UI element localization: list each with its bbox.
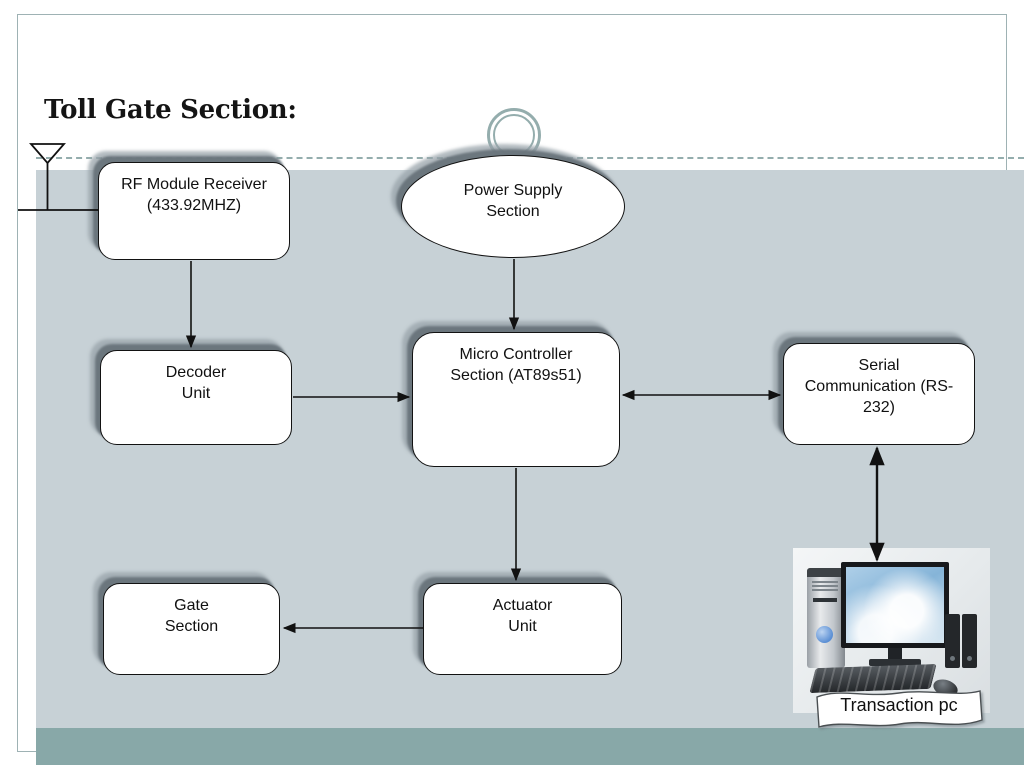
node-label-line: Section (164, 618, 219, 635)
node-label-line: RF Module Receiver (121, 176, 267, 193)
node-label-line: Serial (858, 357, 900, 374)
node-power-supply-section: Power Supply Section (401, 155, 625, 258)
wavy-banner-shape (816, 690, 983, 728)
node-label-line: Unit (181, 385, 211, 402)
node-label-line: Section (486, 203, 540, 220)
node-actuator-unit: Actuator Unit (423, 583, 622, 675)
node-label-line: Unit (508, 618, 537, 635)
speaker-icon (945, 614, 960, 668)
node-label-line: Section (AT89s51) (450, 367, 582, 384)
node-label-line: 232) (862, 399, 896, 416)
node-rf-module-receiver: RF Module Receiver (433.92MHZ) (98, 162, 290, 260)
node-label-line: Actuator (492, 597, 553, 614)
double-ring-circle-icon (487, 108, 541, 162)
node-serial-communication: Serial Communication (RS- 232) (783, 343, 975, 445)
node-label-line: Decoder (165, 364, 227, 381)
pc-tower-icon (807, 568, 845, 668)
node-label-line: Power Supply (463, 182, 563, 199)
node-gate-section: Gate Section (103, 583, 280, 675)
speaker-icon (962, 614, 977, 668)
monitor-icon (841, 562, 949, 648)
node-label-line: Communication (RS- (804, 378, 954, 395)
node-label-line: Gate (174, 597, 209, 614)
desktop-pc-photo (793, 548, 990, 713)
node-label-line: Micro Controller (459, 346, 573, 363)
node-micro-controller-section: Micro Controller Section (AT89s51) (412, 332, 620, 467)
node-label-line: (433.92MHZ) (146, 197, 242, 214)
transaction-pc-label: Transaction pc (840, 695, 958, 715)
monitor-screen-sky (846, 567, 944, 643)
transaction-pc-banner: Transaction pc (812, 684, 986, 734)
footer-band (36, 728, 1024, 765)
page-title: Toll Gate Section: (44, 95, 297, 125)
node-decoder-unit: Decoder Unit (100, 350, 292, 445)
